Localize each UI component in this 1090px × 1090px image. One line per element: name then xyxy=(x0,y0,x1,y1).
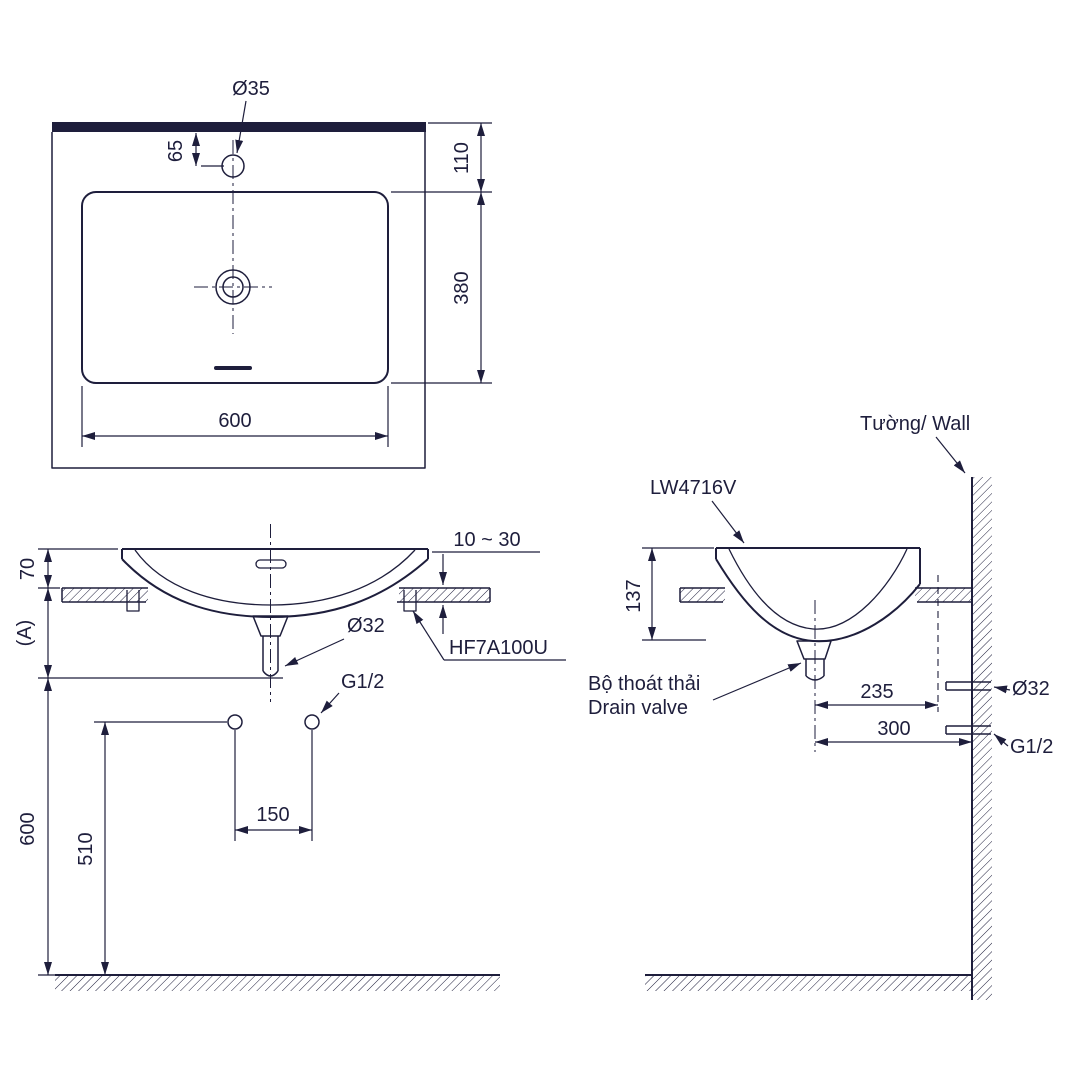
front-dim-150: 150 xyxy=(234,730,313,841)
floor-left xyxy=(55,974,500,991)
front-dim-510: 510 xyxy=(75,721,227,975)
supply-point-right xyxy=(304,714,320,730)
front-section-view: Ø32 G1/2 HF7A100U 10 ~ 30 70 (A) xyxy=(14,524,566,991)
model-label: LW4716V xyxy=(650,477,737,499)
dim-600-height-label: 600 xyxy=(17,812,39,845)
dim-150-label: 150 xyxy=(256,804,289,826)
wall-drain-outlet-label: Ø32 xyxy=(1012,678,1050,700)
dim-300-label: 300 xyxy=(877,718,910,740)
plan-dim-600: 600 xyxy=(81,386,389,447)
wall-drain-callout: Ø32 xyxy=(993,678,1050,700)
mounting-bracket-label: HF7A100U xyxy=(449,637,548,659)
drain-assembly-front xyxy=(252,615,289,677)
plan-dim-380: 380 xyxy=(391,192,492,384)
counter-outline xyxy=(51,132,426,469)
front-left-dimension-chain: 70 (A) 600 xyxy=(14,548,283,976)
mounting-bracket-right xyxy=(403,590,417,612)
counter-section-side xyxy=(679,587,972,603)
dim-510-label: 510 xyxy=(75,832,97,865)
side-section-view: Tường/ Wall LW4716V 137 xyxy=(588,413,1053,1000)
plan-view: Ø35 65 110 380 600 xyxy=(51,78,492,469)
dim-137-label: 137 xyxy=(623,579,645,612)
basin-profile-front xyxy=(121,548,429,618)
model-callout: LW4716V xyxy=(650,477,745,544)
counter-section-front xyxy=(61,587,491,603)
faucet-hole-label: Ø35 xyxy=(232,78,270,100)
dim-a-label: (A) xyxy=(14,620,36,647)
counter-thickness-label: 10 ~ 30 xyxy=(453,529,520,551)
supply-point-left xyxy=(227,714,243,730)
plan-dim-110: 110 xyxy=(391,122,492,193)
basin-outline-plan xyxy=(81,191,389,384)
wall-supply-stub xyxy=(945,725,991,735)
drain-dia-callout-front: Ø32 xyxy=(284,615,385,667)
plan-dim-65: 65 xyxy=(165,133,224,167)
dim-110-label: 110 xyxy=(451,142,473,174)
wall-callout: Tường/ Wall xyxy=(860,413,970,474)
bracket-callout: HF7A100U xyxy=(412,610,566,661)
basin-profile-side xyxy=(715,547,921,643)
mounting-bracket-left xyxy=(126,590,140,612)
wall-supply-thread-label: G1/2 xyxy=(1010,736,1053,758)
wall-drain-stub xyxy=(945,681,991,691)
dim-380-label: 380 xyxy=(451,271,473,304)
dim-70-label: 70 xyxy=(17,558,39,580)
dim-65-label: 65 xyxy=(165,140,187,162)
supply-thread-label: G1/2 xyxy=(341,671,384,693)
wall-section xyxy=(971,477,992,1000)
plan-faucet-hole-callout: Ø35 xyxy=(232,78,270,154)
dim-600-width-label: 600 xyxy=(218,410,251,432)
counter-thickness-callout: 10 ~ 30 xyxy=(432,529,540,634)
drain-valve-label-vi: Bộ thoát thải xyxy=(588,673,700,695)
dim-235-label: 235 xyxy=(860,681,893,703)
wall-label: Tường/ Wall xyxy=(860,413,970,435)
supply-thread-callout-front: G1/2 xyxy=(320,671,384,714)
side-dim-300: 300 xyxy=(815,718,972,746)
drain-valve-callout: Bộ thoát thải Drain valve xyxy=(588,662,802,719)
side-dim-235: 235 xyxy=(815,681,938,709)
drain-valve-label-en: Drain valve xyxy=(588,697,688,719)
wall-supply-callout: G1/2 xyxy=(993,733,1053,758)
counter-back-edge-bar xyxy=(52,122,426,132)
drain-outlet-label: Ø32 xyxy=(347,615,385,637)
floor-right xyxy=(645,974,972,991)
drain-assembly-side xyxy=(796,640,832,681)
side-dim-137: 137 xyxy=(623,547,714,641)
